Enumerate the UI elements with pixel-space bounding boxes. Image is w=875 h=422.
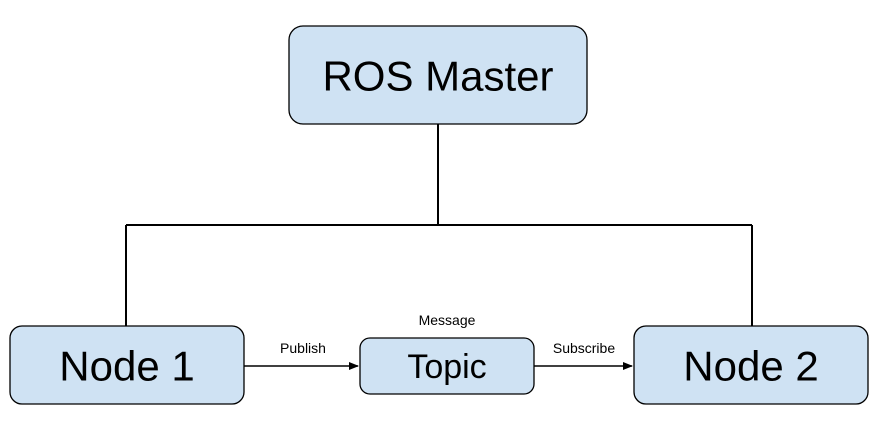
publish-label: Publish — [280, 340, 326, 356]
subscribe-label: Subscribe — [553, 340, 615, 356]
ros-master-node: ROS Master — [288, 25, 588, 125]
message-label: Message — [419, 312, 476, 328]
node-1-label: Node 1 — [59, 343, 194, 390]
node-2-label: Node 2 — [683, 343, 818, 390]
ros-master-label: ROS Master — [322, 53, 553, 100]
topic-label: Topic — [407, 348, 486, 386]
topic-node: Topic — [359, 337, 535, 395]
node-1: Node 1 — [9, 325, 245, 405]
node-2: Node 2 — [633, 325, 869, 405]
